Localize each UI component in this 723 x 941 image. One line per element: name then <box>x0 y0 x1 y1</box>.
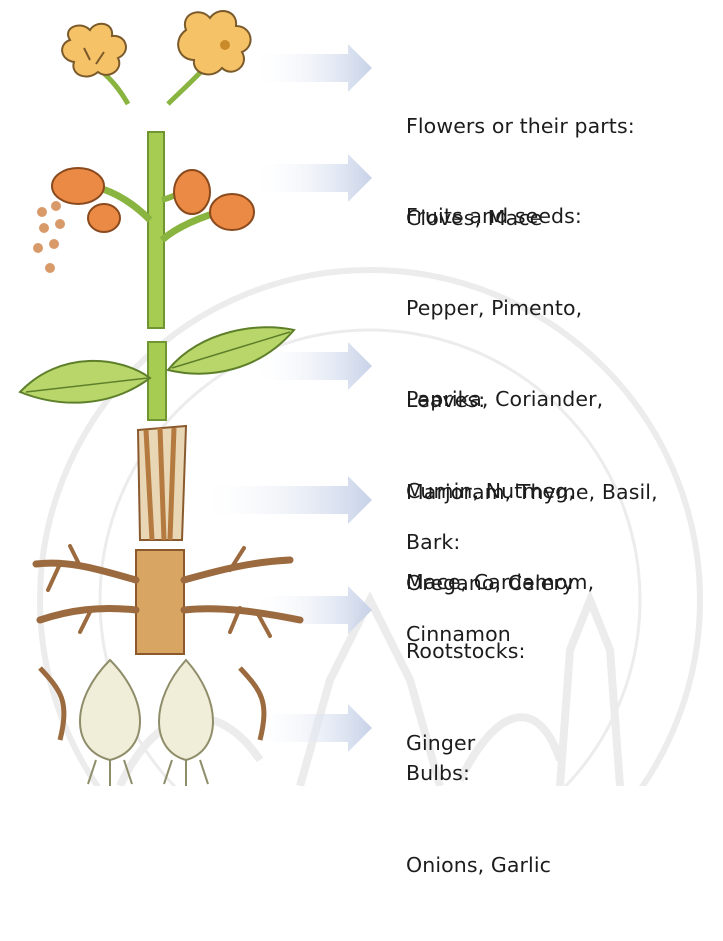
plant-parts-diagram: Flowers or their parts: Cloves, Mace Fru… <box>0 0 723 786</box>
label-bulbs-heading: Bulbs: <box>406 758 551 789</box>
arrow-flowers <box>250 44 372 92</box>
label-fruits-heading: Fruits and seeds: <box>406 201 603 232</box>
arrow-bark <box>196 476 372 524</box>
label-bulbs-item: Onions, Garlic <box>406 850 551 881</box>
label-fruits-item: Pepper, Pimento, <box>406 293 603 324</box>
arrow-rootstocks <box>250 586 372 634</box>
label-bulbs: Bulbs: Onions, Garlic <box>406 697 551 941</box>
bark-illustration <box>138 426 186 540</box>
fruit-stem-illustration <box>33 132 254 328</box>
label-flowers-heading: Flowers or their parts: <box>406 111 635 142</box>
label-bark-heading: Bark: <box>406 527 511 558</box>
label-rootstocks-heading: Rootstocks: <box>406 636 526 667</box>
label-leaves-heading: Leaves: <box>406 385 658 416</box>
flower-illustration <box>62 11 250 104</box>
arrow-fruits <box>250 154 372 202</box>
bulb-illustration <box>40 660 264 786</box>
